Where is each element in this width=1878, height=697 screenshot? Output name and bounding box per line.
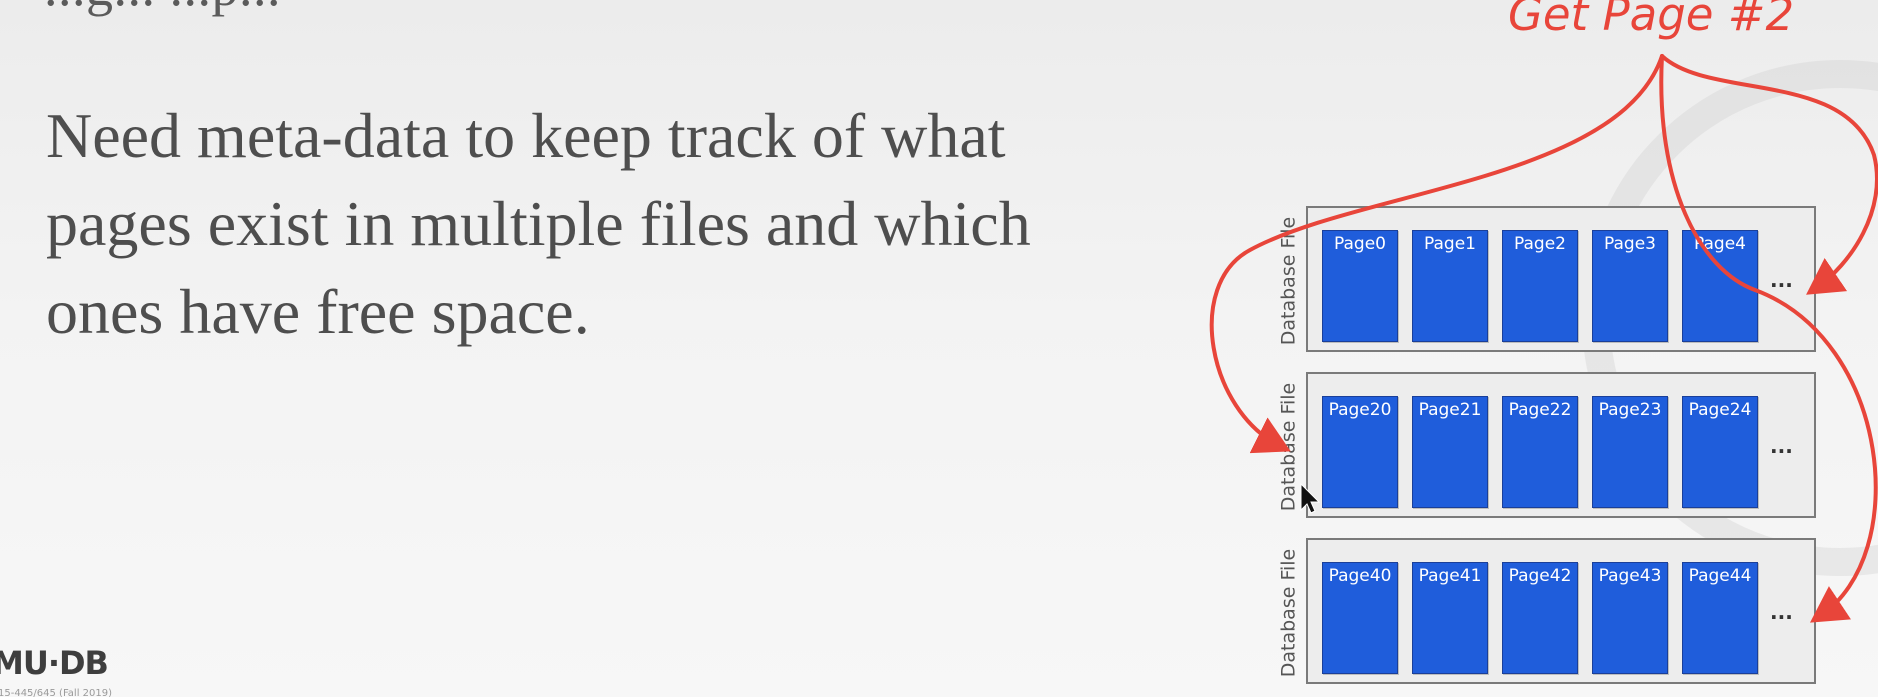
page-box: Page43	[1592, 562, 1668, 674]
page-box: Page23	[1592, 396, 1668, 508]
bullet-line: ones have free space.	[46, 276, 590, 347]
course-label: 15-445/645 (Fall 2019)	[0, 688, 113, 697]
page-box: Page41	[1412, 562, 1488, 674]
database-file-label: Database File	[1277, 382, 1299, 512]
page-box: Page20	[1322, 396, 1398, 508]
page-box: Page2	[1502, 230, 1578, 342]
page-box: Page4	[1682, 230, 1758, 342]
page-box: Page44	[1682, 562, 1758, 674]
slide-title-fragment: ...g... ...p...	[44, 0, 281, 18]
page-box: Page3	[1592, 230, 1668, 342]
database-file-box: Page20 Page21 Page22 Page23 Page24 ...	[1306, 372, 1816, 518]
more-pages-ellipsis: ...	[1770, 600, 1793, 624]
bullet-text: Need meta-data to keep track of what pag…	[46, 92, 1126, 356]
get-page-callout: Get Page #2	[1508, 0, 1795, 41]
page-box: Page22	[1502, 396, 1578, 508]
database-file-box: Page0 Page1 Page2 Page3 Page4 ...	[1306, 206, 1816, 352]
database-file-label: Database File	[1277, 548, 1299, 678]
cmu-db-logo: MU·DB	[0, 644, 109, 682]
bullet-line: pages exist in multiple files and which	[46, 188, 1031, 259]
page-box: Page24	[1682, 396, 1758, 508]
more-pages-ellipsis: ...	[1770, 434, 1793, 458]
page-box: Page42	[1502, 562, 1578, 674]
database-file-label: Database File	[1277, 216, 1299, 346]
bullet-line: Need meta-data to keep track of what	[46, 100, 1006, 171]
page-box: Page21	[1412, 396, 1488, 508]
database-file-box: Page40 Page41 Page42 Page43 Page44 ...	[1306, 538, 1816, 684]
more-pages-ellipsis: ...	[1770, 268, 1793, 292]
page-box: Page1	[1412, 230, 1488, 342]
page-box: Page0	[1322, 230, 1398, 342]
page-box: Page40	[1322, 562, 1398, 674]
